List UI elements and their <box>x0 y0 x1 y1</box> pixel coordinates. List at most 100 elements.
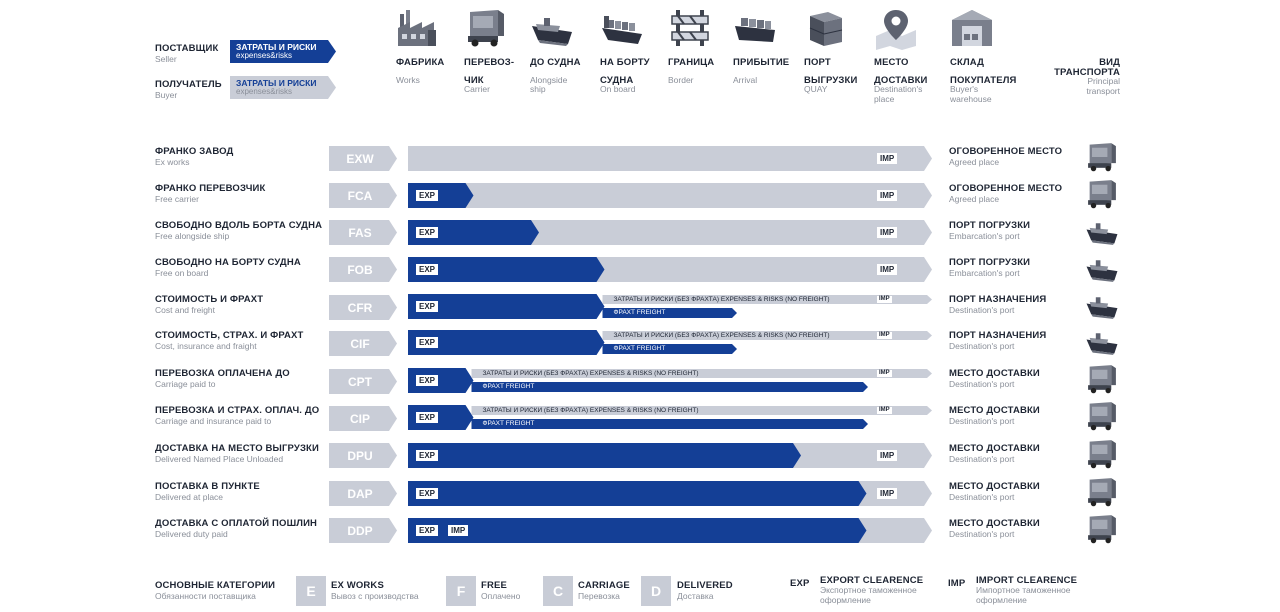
stage-label-en: Carrier <box>464 84 490 94</box>
destination-name-en: Destination's port <box>949 379 1015 389</box>
seller-segment <box>408 405 474 430</box>
code-chip-arrow <box>329 146 397 171</box>
stage-label-en: On board <box>600 84 636 94</box>
destination-name: МЕСТО ДОСТАВКИ <box>949 443 1040 454</box>
stage-label-en-2: ship <box>530 84 546 94</box>
footer-title: ОСНОВНЫЕ КАТЕГОРИИ Обязанности поставщик… <box>155 581 275 602</box>
cost-bar <box>408 257 932 282</box>
code-label: EXW <box>346 152 374 166</box>
code-chip-arrow <box>329 406 397 431</box>
destination-name-en: Destination's port <box>949 341 1015 351</box>
stage-label-2: ЧИК <box>464 74 484 86</box>
destination-name-en: Destination's port <box>949 305 1015 315</box>
code-chip: FAS <box>329 220 397 245</box>
seller-label: ПОСТАВЩИК <box>155 43 219 54</box>
stage-label-2: ВЫГРУЗКИ <box>804 74 858 86</box>
cost-bar <box>408 220 932 245</box>
seller-segment <box>408 257 605 282</box>
code-label: CIF <box>350 337 370 351</box>
code-chip: EXW <box>329 146 397 171</box>
term-name-en: Ex works <box>155 157 190 167</box>
ship-icon <box>1080 251 1124 285</box>
category-f-ru: FREE <box>481 580 507 591</box>
costs-stripe <box>471 406 932 415</box>
arriving-ship-icon <box>733 6 777 50</box>
code-chip: DPU <box>329 443 397 468</box>
term-name: СТОИМОСТЬ И ФРАХТ <box>155 294 264 305</box>
buyer-tag-en: expenses&risks <box>236 86 293 96</box>
imp-badge: IMP <box>877 450 898 461</box>
term-name: СВОБОДНО НА БОРТУ СУДНА <box>155 257 301 268</box>
exp-badge: EXP <box>416 227 439 238</box>
truck-icon <box>1080 362 1124 396</box>
category-f-label: FREE Оплачено <box>481 580 520 602</box>
stage-label-2: СУДНА <box>600 74 634 86</box>
exp-legend-code: EXP <box>790 578 810 589</box>
exp-legend-title: EXPORT CLEARENCE <box>820 575 924 586</box>
costs-stripe-label: ЗАТРАТЫ И РИСКИ (БЕЗ ФРАХТА) EXPENSES & … <box>613 332 830 339</box>
imp-badge: IMP <box>877 153 898 164</box>
costs-stripe-label: ЗАТРАТЫ И РИСКИ (БЕЗ ФРАХТА) EXPENSES & … <box>482 407 699 414</box>
term-name: ФРАНКО ПЕРЕВОЗЧИК <box>155 183 266 194</box>
category-e-ru: EX WORKS <box>331 580 384 591</box>
category-d-box: D <box>641 576 671 606</box>
ship-icon <box>530 6 574 50</box>
exp-badge: EXP <box>416 412 439 423</box>
transport-header-ru2: ТРАНСПОРТА <box>1054 66 1120 78</box>
stage-label-en: QUAY <box>804 84 828 94</box>
factory-icon <box>396 6 440 50</box>
term-name-en: Delivered duty paid <box>155 529 228 539</box>
term-name-en: Delivered Named Place Unloaded <box>155 454 284 464</box>
term-name: СТОИМОСТЬ, СТРАХ. И ФРАХТ <box>155 330 304 341</box>
costs-stripe-label: ЗАТРАТЫ И РИСКИ (БЕЗ ФРАХТА) EXPENSES & … <box>482 370 699 377</box>
seller-segment <box>408 330 605 355</box>
map-pin-icon <box>874 6 918 50</box>
seller-label-en: Seller <box>155 54 177 64</box>
stage-label-2: ПОКУПАТЕЛЯ <box>950 74 1017 86</box>
truck-icon <box>1080 437 1124 471</box>
stage-label-en: Buyer's <box>950 84 979 94</box>
destination-name: ПОРТ НАЗНАЧЕНИЯ <box>949 330 1047 341</box>
seller-segment <box>408 220 539 245</box>
transport-header: ВИД ТРАНСПОРТА Principal transport <box>1050 58 1120 96</box>
category-c-ru: CARRIAGE <box>578 580 630 591</box>
stage-label-en: Alongside <box>530 74 568 85</box>
stage-label-en: Arrival <box>733 74 758 85</box>
imp-badge: IMP <box>448 525 469 536</box>
code-label: FCA <box>347 189 373 203</box>
stage-5: ПРИБЫТИЕ Arrival <box>733 6 803 85</box>
destination-name: МЕСТО ДОСТАВКИ <box>949 518 1040 529</box>
freight-stripe-label: ФРАХТ FREIGHT <box>482 420 535 427</box>
code-chip-arrow <box>329 518 397 543</box>
stage-label-en: Works <box>396 74 420 85</box>
exp-badge: EXP <box>416 301 439 312</box>
category-e-en: Вывоз с производства <box>331 591 419 601</box>
cost-bar <box>408 481 932 506</box>
code-label: CPT <box>348 375 372 389</box>
seller-tag-en: expenses&risks <box>236 50 293 60</box>
seller-tag-arrow <box>230 40 336 63</box>
code-chip-arrow <box>329 369 397 394</box>
code-chip: CIP <box>329 406 397 431</box>
exp-legend: EXPORT CLEARENCE Экспортное таможенное о… <box>820 576 923 605</box>
truck-icon <box>1080 475 1124 509</box>
stage-label: ПРИБЫТИЕ <box>733 57 790 68</box>
term-name: ПЕРЕВОЗКА ОПЛАЧЕНА ДО <box>155 368 290 379</box>
